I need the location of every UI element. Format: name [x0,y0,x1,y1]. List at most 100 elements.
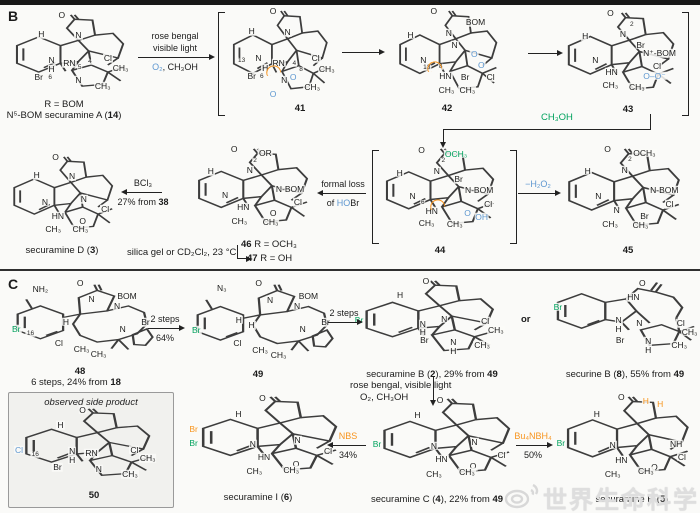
atom-label: N [113,300,122,311]
bracket-close-44 [510,150,517,244]
atom-label: BOM [464,17,487,28]
atom-label: Br [639,210,650,221]
atom-label: HN [438,70,453,81]
atom-label: Br [191,324,202,335]
molecule-skeleton-cage [13,156,114,230]
caption-cpd50: 50 [88,490,100,501]
atom-label: O [258,392,267,403]
atom-label: CH₃ [458,84,477,95]
atom-label: OR [258,148,273,159]
atom-label: OCH₃ [632,147,657,158]
figure-top-border [0,0,700,5]
atom-label: N [618,28,628,39]
atom-label: Cl [322,445,334,456]
atom-label: N [94,463,103,474]
atom-label: H [449,345,458,356]
caption-cpd48: 6 steps, 24% from 18 [31,377,121,388]
atom-label: CH₃ [680,326,699,337]
atom-label: Br [188,424,199,435]
atom-label: CH₃ [601,80,620,91]
caption-secB2: securamine B (2), 29% from 49 [366,369,498,380]
caption-secH5: securamine H (5) [595,494,669,505]
atom-label: N [293,434,302,445]
atom-label: H [413,409,422,420]
atom-label: RN [84,447,99,458]
atom-label: O [78,404,87,415]
atom-label: N [418,318,427,329]
atom-label: CH₃ [601,218,620,229]
atom-label: Br [52,461,63,472]
watermark-text: 世界生命科学大会 [543,487,699,513]
conversion-arrowhead [246,255,252,262]
atom-label: 6 [47,73,54,82]
atom-label: N [47,54,56,65]
atom-label: CH₃ [636,466,655,477]
atom-label: N [635,317,644,328]
bracket-open-41 [218,12,225,116]
atom-label: N [594,190,603,201]
arrow-label-below: 64% [155,333,175,343]
atom-label: N [470,436,479,447]
atom-label: O [268,89,278,100]
reaction-arrow-a-down-rose [430,377,437,406]
reaction-arrow-a-h2o2: −H₂O₂ [518,179,561,197]
atom-label: HN [604,66,619,77]
atom-label: CH₃ [458,466,476,477]
atom-label: H [641,395,650,406]
atom-label: Cl [292,196,303,207]
atom-label: CH₃ [417,218,436,229]
caption-cpd49: 49 [252,369,264,380]
side-product-box-title: observed side product [44,397,138,408]
atom-label: 13 [422,63,432,71]
atom-label: N [432,165,441,176]
atom-label: 2 [627,155,633,164]
atom-label: CH₃ [425,468,443,479]
atom-label: N [245,164,254,175]
caption-cpd14: N⁵-BOM securamine A (14) [6,110,122,121]
atom-label: HN [424,205,439,216]
atom-label: N [620,164,629,175]
arrow-label-above: rose bengal [151,31,199,41]
atom-label: N [40,196,50,207]
panel-b-label: B [8,8,19,24]
atom-label: Cl [100,203,111,214]
atom-label: Cl [496,449,507,460]
reaction-arrow-a-41-42 [342,49,385,56]
atom-label: CH₃ [317,63,336,74]
text-rose-bengal-2b: O₂, CH₃OH [360,392,409,403]
arrow-label-below: O₂, CH₃OH [152,62,198,72]
atom-label: H [644,344,653,355]
arrow-label-above: Bu₄NBH₄ [514,431,552,441]
atom-label: O [606,7,615,18]
connector-43-down [650,114,652,130]
atom-label: O [268,5,278,16]
atom-label: BOM [297,290,320,301]
atom-label: N [608,439,617,450]
atom-label: H [61,316,71,327]
atom-label: Cl [310,52,321,63]
atom-label: O [57,9,67,20]
atom-label: CH₃ [627,81,646,92]
atom-label: N-BOM [463,185,495,196]
atom-label: 16 [30,450,40,458]
atom-label: O [603,143,612,154]
caption-securineB8: securine B (8), 55% from 49 [565,369,685,380]
text-ch3oh-connector: CH₃OH [541,112,573,123]
atom-label: H [56,419,65,430]
atom-label: N [293,300,302,311]
atom-label: Br [188,437,199,448]
caption-cpd42: 42 [441,103,453,114]
atom-label: HN [236,202,251,213]
atom-label: O [229,143,239,154]
atom-label: CH₃ [261,216,280,227]
atom-label: N [248,438,257,449]
